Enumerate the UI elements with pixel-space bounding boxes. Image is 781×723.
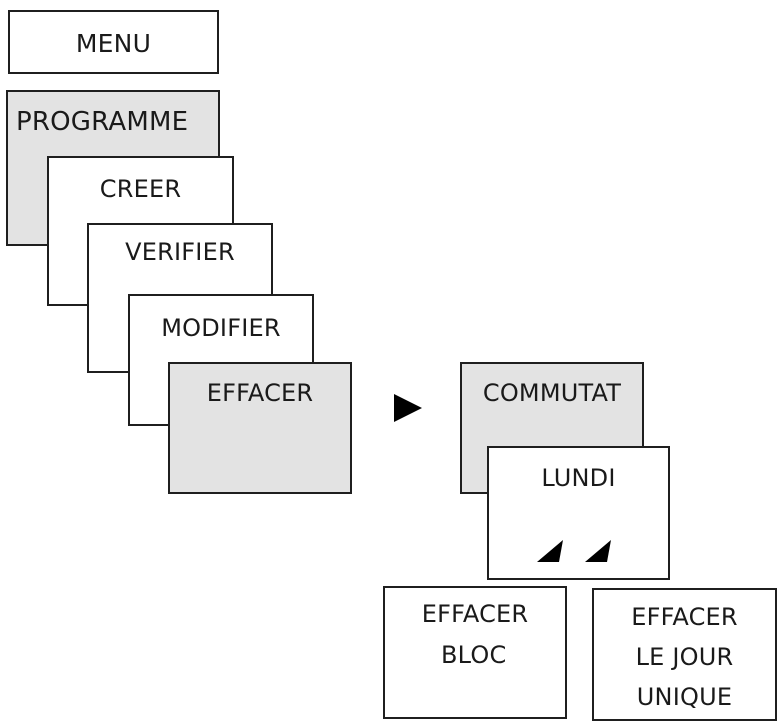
effacer-jour-unique-box[interactable]: EFFACER LE JOUR UNIQUE: [592, 588, 777, 721]
effacer-box[interactable]: EFFACER: [168, 362, 352, 494]
effacer-bloc-box[interactable]: EFFACER BLOC: [383, 586, 567, 719]
arrow-right-icon: [394, 394, 422, 422]
menu-label: MENU: [75, 29, 152, 58]
effacer-bloc-label-line-1: EFFACER: [421, 600, 529, 628]
creer-label: CREER: [99, 175, 182, 203]
programme-label: PROGRAMME: [16, 107, 189, 137]
menu-box[interactable]: MENU: [8, 10, 219, 74]
effacer-jour-label-line-3: UNIQUE: [636, 683, 733, 711]
effacer-jour-label-line-2: LE JOUR: [635, 643, 734, 671]
effacer-bloc-label-line-2: BLOC: [441, 641, 507, 669]
commutat-label: COMMUTAT: [482, 379, 622, 407]
effacer-jour-label-line-1: EFFACER: [631, 603, 738, 631]
lundi-box[interactable]: LUNDI: [487, 446, 670, 580]
modifier-label: MODIFIER: [161, 314, 281, 342]
verifier-label: VERIFIER: [125, 238, 235, 266]
lundi-label: LUNDI: [541, 464, 616, 492]
effacer-label: EFFACER: [206, 379, 314, 407]
arrow-left-icon[interactable]: [585, 540, 611, 564]
arrow-left-icon[interactable]: [537, 540, 563, 564]
